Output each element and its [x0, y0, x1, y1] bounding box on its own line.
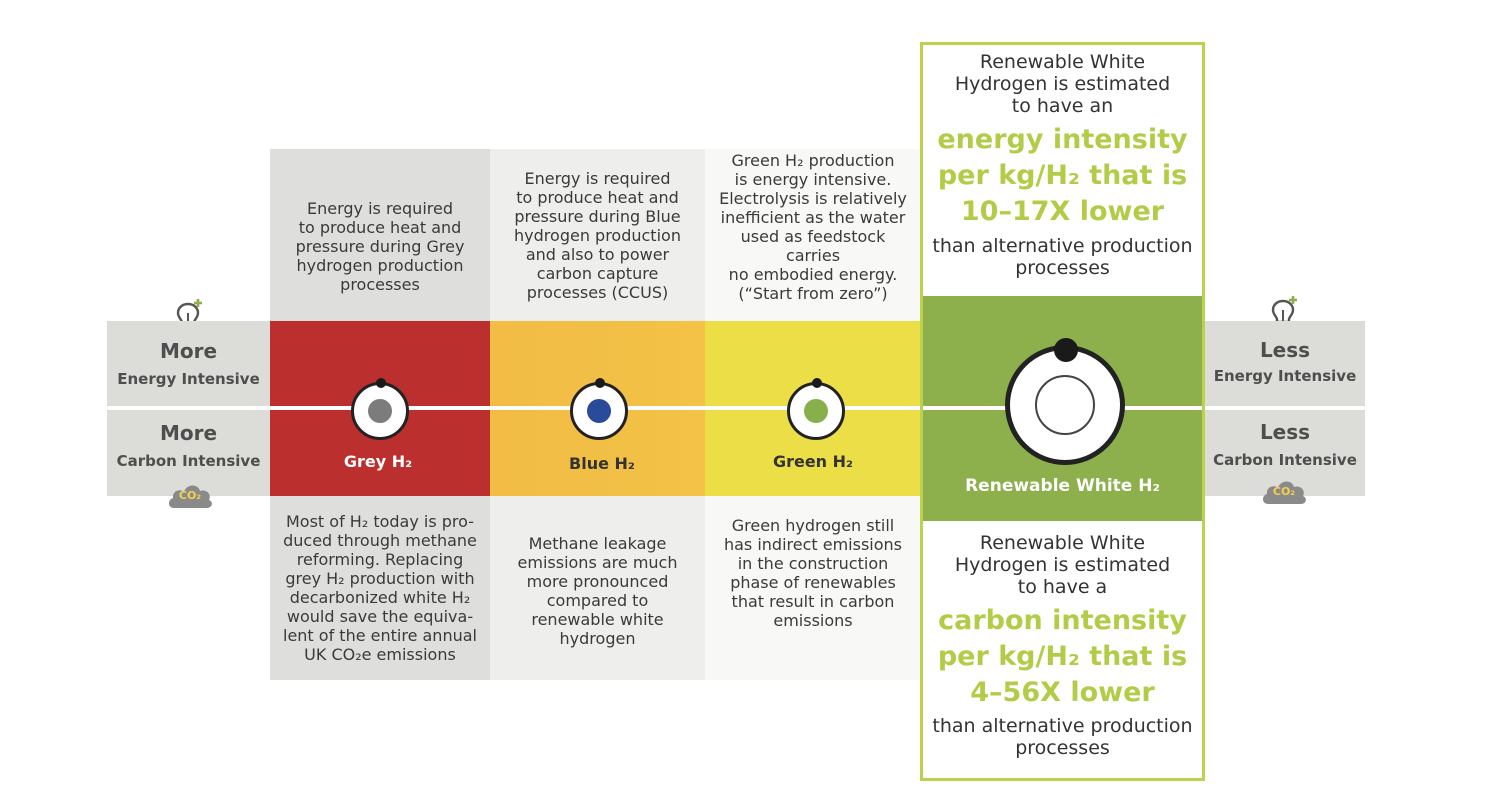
left-carbon-bottom: Carbon Intensive [116, 452, 261, 470]
green-h2-label: Green H₂ [772, 452, 854, 471]
grey-carbon-description: Most of H₂ today is pro- duced through m… [270, 496, 490, 680]
right-energy-label: Less Energy Intensive [1205, 321, 1365, 406]
left-energy-bottom: Energy Intensive [117, 369, 260, 388]
blue-h2-label: Blue H₂ [569, 454, 635, 473]
left-co2-text: CO₂ [178, 489, 202, 502]
left-carbon-label: More Carbon Intensive [107, 410, 270, 496]
left-co2-cloud-icon: CO₂ [166, 478, 214, 510]
right-carbon-top: Less [1259, 420, 1311, 444]
green-dial [787, 378, 845, 440]
grey-h2-label: Grey H₂ [343, 452, 413, 471]
panel-carbon-highlight: carbon intensity per kg/H₂ that is 4–56X… [937, 605, 1188, 708]
white-dial-knob [1054, 338, 1078, 362]
right-energy-top: Less [1259, 337, 1311, 362]
divider-line [270, 406, 1205, 410]
green-energy-description: Green H₂ production is energy intensive.… [705, 149, 921, 321]
blue-energy-description: Energy is required to produce heat and p… [490, 149, 705, 321]
panel-bottom-intro: Renewable White Hydrogen is estimated to… [954, 532, 1171, 598]
right-carbon-bottom: Carbon Intensive [1213, 451, 1357, 469]
grey-dial [351, 378, 409, 440]
white-h2-panel [920, 42, 1205, 781]
blue-dial-core [587, 399, 611, 423]
blue-dial-knob [595, 378, 605, 388]
green-carbon-description: Green hydrogen still has indirect emissi… [705, 496, 921, 680]
white-dial [1005, 338, 1125, 465]
white-dial-core [1035, 375, 1095, 435]
blue-dial [570, 378, 628, 440]
panel-bottom-outro: than alternative production processes [932, 715, 1193, 759]
green-dial-core [804, 399, 828, 423]
green-dial-knob [812, 378, 822, 388]
grey-dial-knob [376, 378, 386, 388]
right-co2-cloud-icon: CO₂ [1260, 474, 1308, 506]
white-h2-label: Renewable White H₂ [965, 476, 1160, 496]
right-co2-text: CO₂ [1272, 485, 1296, 498]
panel-top-intro: Renewable White Hydrogen is estimated to… [954, 51, 1171, 117]
right-energy-bottom: Energy Intensive [1213, 366, 1357, 385]
blue-carbon-description: Methane leakage emissions are much more … [490, 496, 705, 680]
panel-energy-highlight: energy intensity per kg/H₂ that is 10–17… [937, 124, 1188, 227]
left-energy-top: More [159, 338, 218, 363]
grey-energy-description: Energy is required to produce heat and p… [270, 149, 490, 321]
left-energy-label: More Energy Intensive [107, 321, 270, 406]
grey-dial-core [368, 399, 392, 423]
panel-top-outro: than alternative production processes [932, 235, 1193, 279]
left-carbon-top: More [159, 421, 218, 445]
